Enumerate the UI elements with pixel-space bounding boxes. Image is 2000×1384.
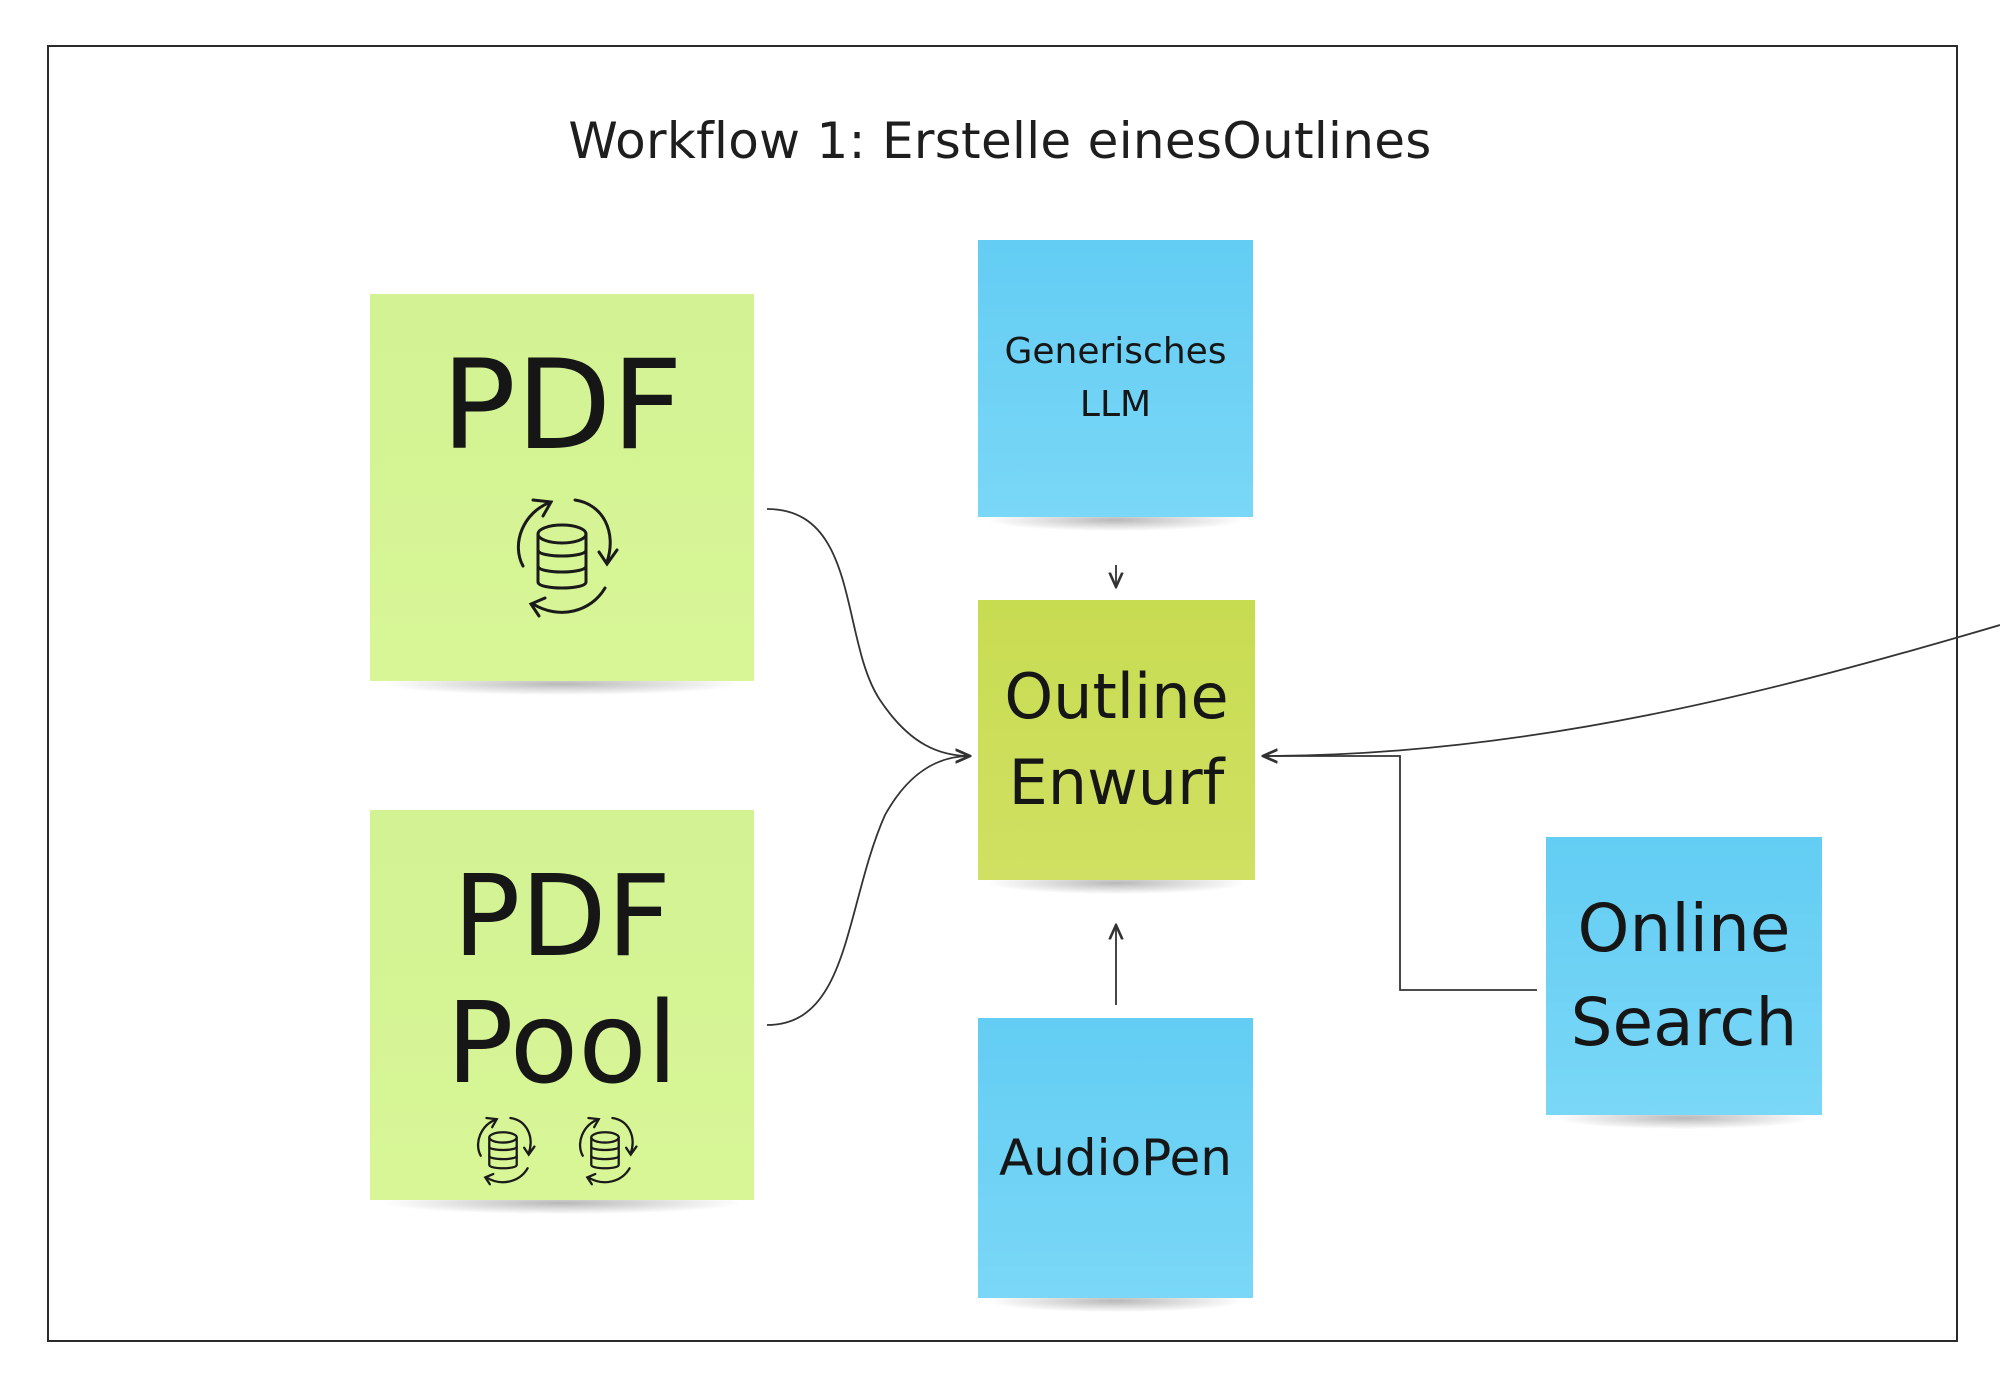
pdf-pool-line1: PDF <box>452 852 672 982</box>
search-line1: Online <box>1577 890 1791 968</box>
llm-line2: LLM <box>1079 383 1152 425</box>
connector-offcanvas-to-outline <box>1263 624 2000 756</box>
connector-pool-to-outline <box>766 756 970 1026</box>
diagram-title: Workflow 1: Erstelle einesOutlines <box>568 112 1432 170</box>
database-sync-icon <box>487 486 637 626</box>
sticky-note-pdf-pool[interactable]: PDF Pool <box>370 810 754 1214</box>
pdf-label: PDF <box>441 334 683 478</box>
connector-pdf-to-outline <box>766 508 970 756</box>
sticky-note-pdf[interactable]: PDF <box>370 294 754 695</box>
database-sync-icon <box>460 1110 546 1190</box>
workflow-frame <box>47 45 1958 1342</box>
search-line2: Search <box>1570 984 1798 1061</box>
outline-line2: Enwurf <box>1008 746 1225 819</box>
connector-search-to-outline <box>1263 756 1537 991</box>
sticky-note-online-search[interactable]: Online Search <box>1546 837 1822 1129</box>
llm-line1: Generisches <box>1004 331 1227 373</box>
sticky-note-generisches-llm[interactable]: Generisches LLM <box>978 240 1253 531</box>
sticky-note-outline-enwurf[interactable]: Outline Enwurf <box>978 600 1255 894</box>
pdf-pool-line2: Pool <box>446 978 678 1109</box>
pdf-pool-icons <box>460 1110 680 1200</box>
audiopen-label: AudioPen <box>999 1129 1232 1187</box>
outline-line1: Outline <box>1004 660 1229 734</box>
sticky-note-audiopen[interactable]: AudioPen <box>978 1018 1253 1312</box>
database-sync-icon <box>562 1110 648 1190</box>
